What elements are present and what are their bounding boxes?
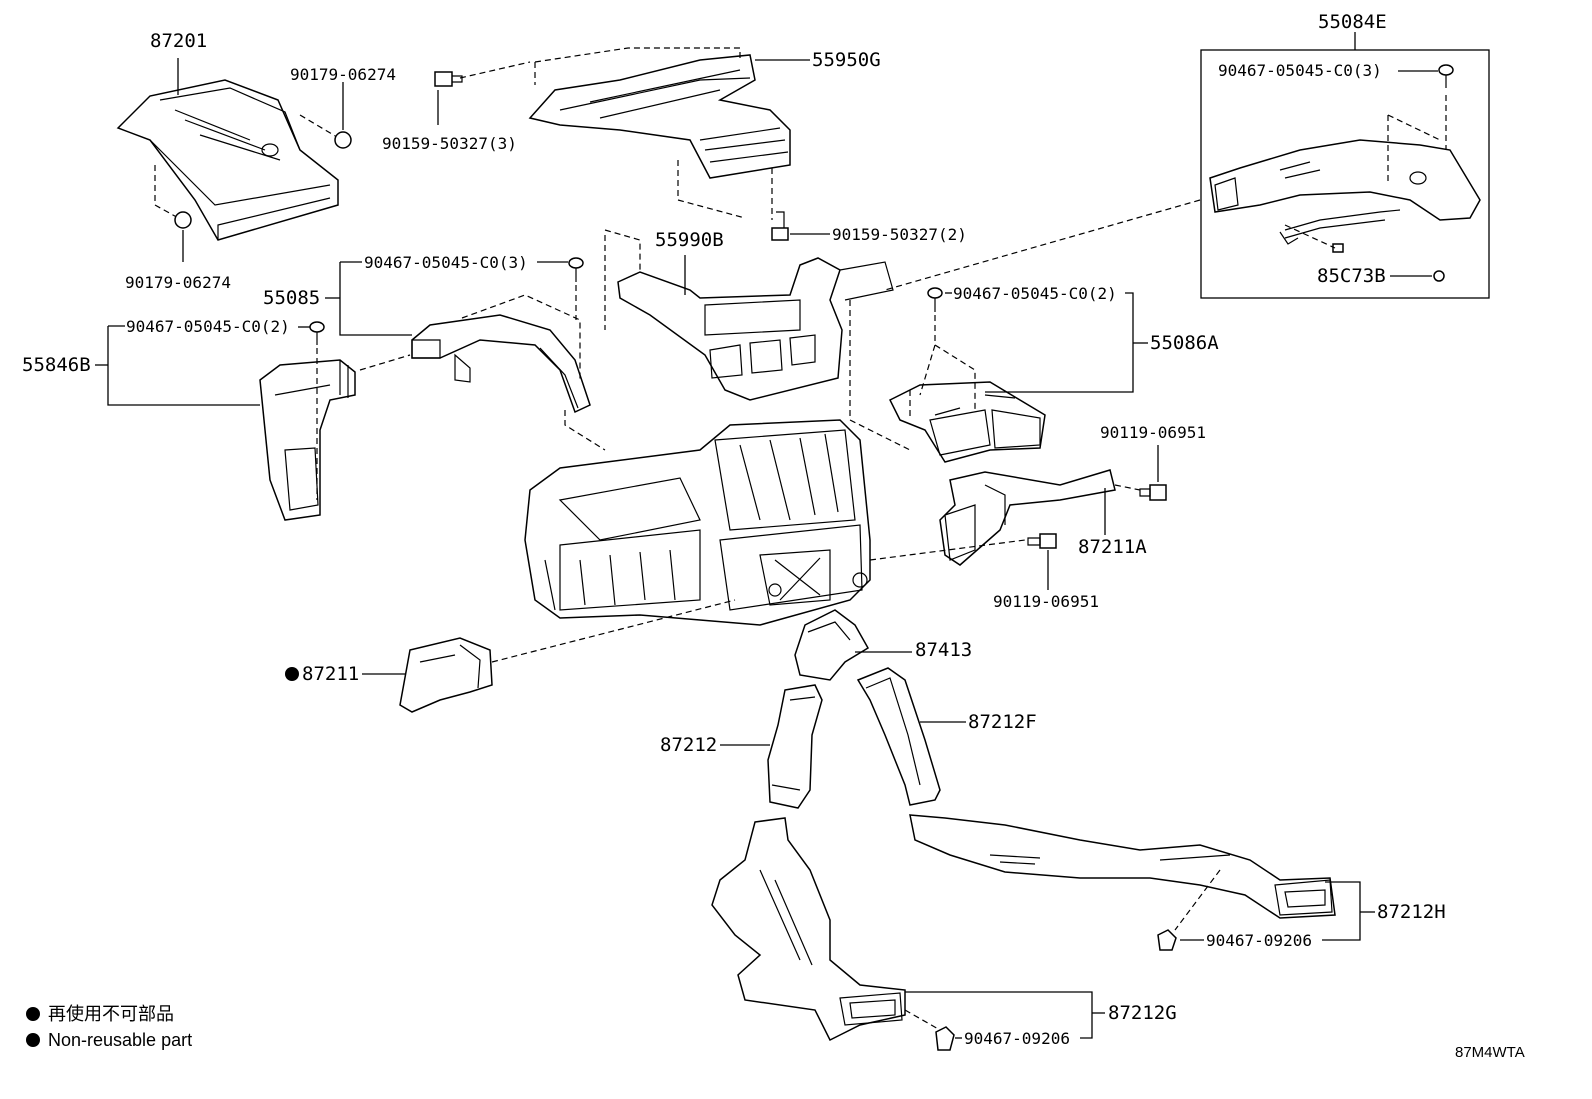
- label-90467-09206-b: 90467-09206: [964, 1029, 1070, 1048]
- diagram-code: 87M4WTA: [1455, 1044, 1525, 1061]
- label-87212: 87212: [660, 734, 717, 756]
- dashed-line: [604, 229, 911, 451]
- leader-line: [905, 991, 1093, 1039]
- part-55990B-drawing: [617, 257, 894, 401]
- dashed-line: [1174, 869, 1221, 931]
- dashed-line: [154, 165, 183, 221]
- label-90179-bottom: 90179-06274: [125, 273, 231, 292]
- clip-90467-09206-a: [1157, 929, 1177, 951]
- part-55086A-drawing: [888, 381, 1046, 463]
- bolt-90159-mid: [771, 211, 789, 241]
- part-87212-drawing: [767, 684, 823, 809]
- dashed-line: [677, 160, 773, 220]
- leader-line: [1322, 881, 1361, 941]
- label-55846B: 55846B: [22, 354, 91, 376]
- label-87211A: 87211A: [1078, 536, 1147, 558]
- label-55085: 55085: [263, 287, 320, 309]
- label-90467-C0-2b: 90467-05045-C0(2): [953, 284, 1117, 303]
- label-90159-top: 90159-50327(3): [382, 134, 517, 153]
- part-87201-drawing: [116, 79, 339, 241]
- dashed-line: [534, 47, 741, 85]
- grommet-90179-top: [334, 131, 352, 149]
- part-87211-drawing: [399, 637, 493, 713]
- label-87211: 87211: [302, 663, 359, 685]
- leader-line: [339, 262, 412, 336]
- part-87212G-drawing: [711, 817, 906, 1042]
- dashed-line: [1387, 95, 1447, 185]
- leader-line: [985, 292, 1134, 393]
- label-90179-top: 90179-06274: [290, 65, 396, 84]
- grommet-90179-bottom: [174, 211, 192, 229]
- dashed-line: [299, 114, 343, 141]
- leader-line: [107, 326, 260, 406]
- bolt-90119-bottom: [1027, 533, 1057, 549]
- label-90467-09206-a: 90467-09206: [1206, 931, 1312, 950]
- part-55084E-drawing: [1209, 139, 1481, 245]
- dashed-line: [1114, 484, 1141, 491]
- legend-bullet-en: [26, 1033, 40, 1047]
- part-55846B-drawing: [259, 359, 356, 521]
- legend-en: Non-reusable part: [48, 1030, 192, 1050]
- hvac-unit-drawing: [524, 419, 871, 626]
- non-reusable-mark-87211: [285, 667, 299, 681]
- label-85C73B: 85C73B: [1317, 265, 1386, 287]
- dashed-line: [459, 61, 531, 79]
- legend-jp: 再使用不可部品: [48, 1004, 174, 1024]
- label-55084E: 55084E: [1318, 11, 1387, 33]
- label-90159-mid: 90159-50327(2): [832, 225, 967, 244]
- label-87212G: 87212G: [1108, 1002, 1177, 1024]
- part-55085-drawing: [411, 314, 591, 414]
- bolt-90159-top: [434, 71, 463, 87]
- dashed-line: [884, 199, 1201, 291]
- bolt-90119-top: [1139, 484, 1167, 501]
- part-87211A-drawing: [939, 469, 1116, 566]
- dashed-line: [869, 539, 1026, 561]
- label-90119-top: 90119-06951: [1100, 423, 1206, 442]
- label-90467-C0-3: 90467-05045-C0(3): [364, 253, 528, 272]
- label-87212F: 87212F: [968, 711, 1037, 733]
- part-87413-drawing: [794, 609, 870, 681]
- clip-90467-09206-b: [935, 1026, 955, 1051]
- clip-85C73B: [1332, 243, 1344, 253]
- legend-bullet-jp: [26, 1007, 40, 1021]
- label-90467-C0-2a: 90467-05045-C0(2): [126, 317, 290, 336]
- clip-90467-C0-2a: [309, 321, 325, 345]
- label-55950G: 55950G: [812, 49, 881, 71]
- label-87413: 87413: [915, 639, 972, 661]
- part-55950G-drawing: [528, 54, 791, 179]
- part-87212H-drawing: [909, 814, 1336, 919]
- label-90119-bottom: 90119-06951: [993, 592, 1099, 611]
- dashed-line: [909, 315, 976, 420]
- label-87212H: 87212H: [1377, 901, 1446, 923]
- clip-90467-C0-3: [568, 257, 584, 282]
- part-87212F-drawing: [856, 667, 941, 806]
- clip-90467-box: [1438, 64, 1454, 88]
- dashed-line: [359, 294, 606, 451]
- label-90467-box: 90467-05045-C0(3): [1218, 61, 1382, 80]
- label-55086A: 55086A: [1150, 332, 1219, 354]
- label-87201: 87201: [150, 30, 207, 52]
- dashed-line: [1284, 224, 1336, 249]
- clip-85C73B-dot: [1433, 270, 1445, 282]
- dashed-line: [491, 599, 736, 663]
- box-55084E: [1200, 49, 1490, 299]
- label-55990B: 55990B: [655, 229, 724, 251]
- clip-90467-C0-2b: [927, 287, 943, 312]
- dashed-line: [904, 1009, 941, 1031]
